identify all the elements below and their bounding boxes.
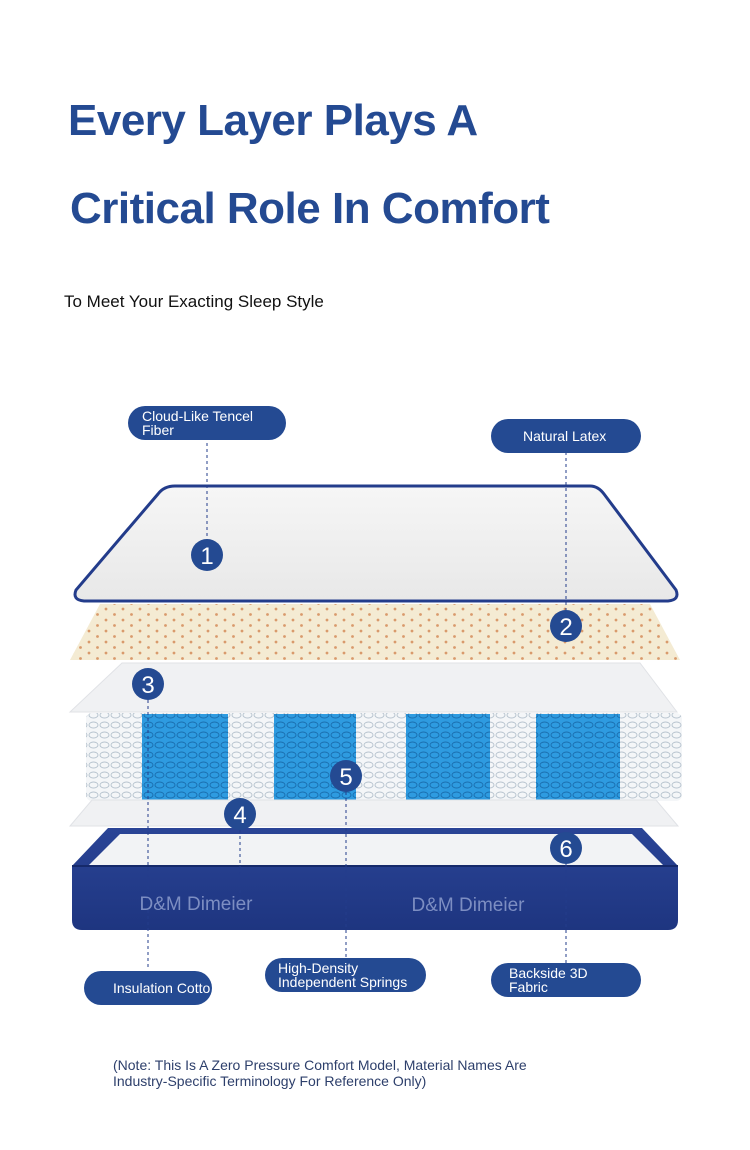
marker-6: 6 bbox=[550, 832, 582, 864]
label-independent-springs: High-Density Independent Springs bbox=[265, 958, 426, 992]
svg-text:4: 4 bbox=[233, 802, 246, 829]
note-line-2: Industry-Specific Terminology For Refere… bbox=[113, 1073, 427, 1089]
insulation-sheet-upper bbox=[68, 662, 679, 713]
note-line-1: (Note: This Is A Zero Pressure Comfort M… bbox=[113, 1057, 527, 1073]
label-tencel-line-1: Cloud-Like Tencel bbox=[142, 408, 254, 424]
subtitle: To Meet Your Exacting Sleep Style bbox=[64, 292, 324, 311]
disclaimer-note: (Note: This Is A Zero Pressure Comfort M… bbox=[113, 1057, 573, 1089]
marker-5: 5 bbox=[330, 760, 362, 792]
brand-mark-left: D&M Dimeier bbox=[140, 894, 254, 915]
marker-4: 4 bbox=[224, 798, 256, 830]
label-tencel-line-2: Fiber bbox=[142, 422, 174, 438]
label-springs-line-2: Independent Springs bbox=[278, 974, 408, 990]
marker-1: 1 bbox=[191, 539, 223, 571]
springs-layer bbox=[86, 713, 682, 801]
svg-text:2: 2 bbox=[559, 614, 572, 641]
svg-text:6: 6 bbox=[559, 836, 572, 863]
svg-text:5: 5 bbox=[339, 764, 352, 791]
label-insulation-cotton: Insulation Cotto bbox=[84, 971, 212, 1005]
brand-mark-right: D&M Dimeier bbox=[412, 895, 526, 916]
label-springs-line-1: High-Density bbox=[278, 960, 359, 976]
marker-2: 2 bbox=[550, 610, 582, 642]
tencel-top-layer bbox=[73, 484, 679, 603]
heading-line-1: Every Layer Plays A bbox=[68, 96, 478, 145]
leader-lines bbox=[147, 437, 567, 970]
label-natural-latex: Natural Latex bbox=[491, 419, 641, 453]
svg-text:3: 3 bbox=[141, 672, 154, 699]
svg-text:1: 1 bbox=[200, 543, 213, 570]
label-backside-fabric: Backside 3D Fabric bbox=[491, 963, 641, 997]
heading-line-2: Critical Role In Comfort bbox=[70, 184, 550, 233]
label-tencel-fiber: Cloud-Like Tencel Fiber bbox=[128, 406, 286, 440]
base-layer bbox=[72, 828, 678, 930]
marker-3: 3 bbox=[132, 668, 164, 700]
insulation-sheet-lower bbox=[68, 799, 680, 827]
